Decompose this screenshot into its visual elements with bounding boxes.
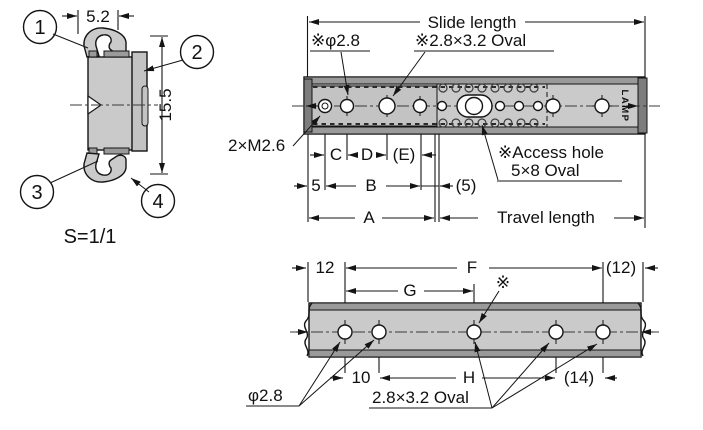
dim-10: 10 <box>352 368 371 387</box>
bottom-lip-b <box>103 147 130 155</box>
dim-b: B <box>365 176 376 195</box>
callout-4: 4 <box>140 183 176 219</box>
slide-length-label: Slide length <box>428 13 517 32</box>
access-hole-label-1: ※Access hole <box>498 143 604 162</box>
callout-2: 2 <box>179 34 215 70</box>
dim-f: F <box>467 258 477 277</box>
dim-h: H <box>463 368 475 387</box>
dim-width: 5.2 <box>86 7 110 26</box>
phi28-label: ※φ2.8 <box>311 31 360 50</box>
brand-mark: LAMP <box>619 90 630 123</box>
mounting-holes <box>317 94 612 118</box>
callout-4-number: 4 <box>152 191 163 213</box>
bottom-plan-view: 12 F (12) G ※ 10 H (14) φ2.8 2.8×3.2 Ova… <box>246 258 660 409</box>
hole-phi28 <box>339 98 355 114</box>
dim-e: (E) <box>393 145 416 164</box>
access-hole-label-2: 5×8 Oval <box>511 161 580 180</box>
callout-1: 1 <box>22 9 58 45</box>
scale-label: S=1/1 <box>64 226 117 248</box>
callout-3: 3 <box>19 174 55 210</box>
dim-12p: (12) <box>606 258 636 277</box>
oval-label: ※2.8×3.2 Oval <box>415 31 526 50</box>
top-lip-a <box>88 50 98 58</box>
top-plan-view: Slide length <box>228 13 660 228</box>
inner-plate-bump <box>141 85 149 127</box>
mounting-holes-bottom <box>337 320 611 344</box>
dim-5p: (5) <box>456 176 477 195</box>
dim-d: D <box>361 145 373 164</box>
screw-label: 2×M2.6 <box>228 136 285 155</box>
dim-12: 12 <box>316 258 335 277</box>
ref-mark: ※ <box>496 273 510 292</box>
dim-a: A <box>363 208 375 227</box>
callout-1-number: 1 <box>34 17 45 39</box>
dim-height: 15.5 <box>156 88 175 121</box>
outer-rail-bottom-hook <box>83 152 127 183</box>
dim-c: C <box>330 145 342 164</box>
phi28-label-bottom: φ2.8 <box>248 386 283 405</box>
dim-5: 5 <box>311 176 320 195</box>
hole-oval <box>378 97 396 115</box>
hole-m26 <box>317 98 333 114</box>
callout-2-number: 2 <box>191 42 202 64</box>
dim-g: G <box>403 281 416 300</box>
travel-length-label: Travel length <box>497 208 595 227</box>
dim-14p: (14) <box>564 368 594 387</box>
ball-retainer-top <box>438 83 539 93</box>
cross-section-view: 5.2 15.5 1 2 3 <box>19 7 215 248</box>
callout-3-number: 3 <box>31 182 42 204</box>
oval-label-bottom: 2.8×3.2 Oval <box>372 388 469 407</box>
top-lip-b <box>103 50 130 58</box>
